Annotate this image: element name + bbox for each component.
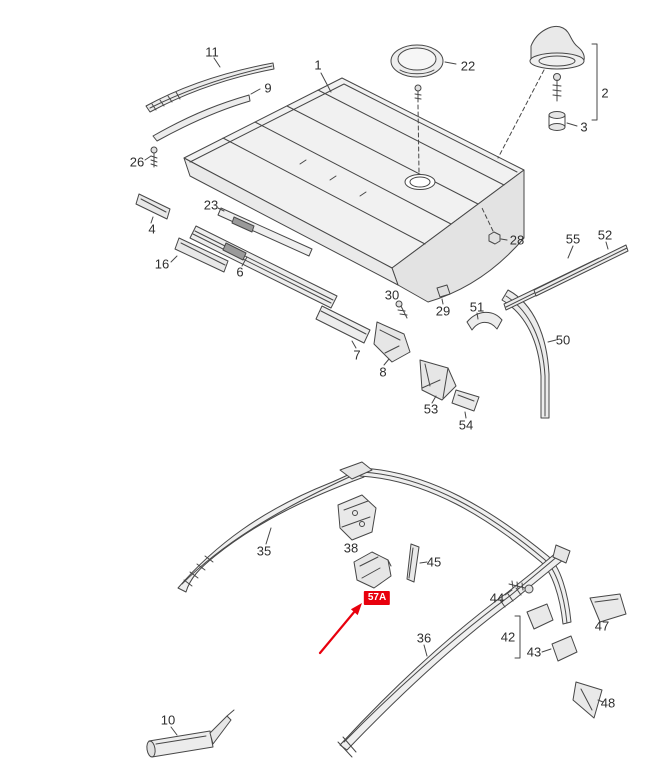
- part-48-drawing: [572, 681, 604, 719]
- part-23-drawing: [217, 207, 313, 257]
- part-2-antenna-drawing: [497, 26, 598, 159]
- part-label-35[interactable]: 35: [256, 543, 272, 559]
- part-label-29[interactable]: 29: [435, 303, 451, 319]
- part-44-screw-drawing: [504, 580, 534, 596]
- part-11-drawing: [145, 57, 275, 113]
- part-label-2[interactable]: 2: [601, 85, 609, 101]
- part-label-48[interactable]: 48: [600, 695, 616, 711]
- part-4-drawing: [135, 193, 171, 224]
- part-10-cartridge-drawing: [146, 709, 235, 758]
- part-label-44[interactable]: 44: [489, 590, 505, 606]
- part-label-11[interactable]: 11: [205, 44, 219, 60]
- part-52-drawing: [533, 241, 629, 297]
- part-53-drawing: [419, 359, 457, 404]
- part-38-drawing: [337, 494, 377, 541]
- part-label-10[interactable]: 10: [160, 712, 176, 728]
- part-30-screw-drawing: [395, 300, 408, 319]
- part-45-drawing: [406, 543, 428, 583]
- part-9-drawing: [152, 88, 261, 142]
- part-label-7[interactable]: 7: [353, 347, 361, 363]
- part-22-drawing: [390, 44, 457, 173]
- part-43-drawing: [541, 635, 578, 662]
- part-16-drawing: [170, 237, 229, 273]
- part-label-42[interactable]: 42: [500, 629, 516, 645]
- part-label-8[interactable]: 8: [379, 364, 387, 380]
- part-35-rail-drawing: [177, 468, 365, 593]
- part-label-4[interactable]: 4: [148, 221, 156, 237]
- part-label-57A-highlighted[interactable]: 57A: [363, 591, 391, 605]
- part-28-nut-drawing: [481, 207, 508, 245]
- part-label-9[interactable]: 9: [264, 80, 272, 96]
- part-7-drawing: [315, 305, 371, 349]
- part-42-drawing: [514, 603, 554, 659]
- part-label-23[interactable]: 23: [203, 197, 219, 213]
- part-label-38[interactable]: 38: [343, 540, 359, 556]
- part-29-clip-drawing: [436, 284, 451, 305]
- part-label-22[interactable]: 22: [460, 58, 476, 74]
- part-label-47[interactable]: 47: [594, 618, 610, 634]
- part-6-drawing: [189, 225, 338, 309]
- part-label-36[interactable]: 36: [416, 630, 432, 646]
- part-label-55[interactable]: 55: [565, 231, 581, 247]
- part-36-rail-drawing: [337, 544, 571, 758]
- part-label-43[interactable]: 43: [526, 644, 542, 660]
- part-54-drawing: [451, 389, 480, 419]
- part-label-3[interactable]: 3: [580, 119, 588, 135]
- part-label-1[interactable]: 1: [314, 57, 322, 73]
- part-47-drawing: [589, 593, 627, 623]
- part-label-28[interactable]: 28: [509, 232, 525, 248]
- part-label-51[interactable]: 51: [469, 299, 485, 315]
- part-label-54[interactable]: 54: [458, 417, 474, 433]
- part-label-52[interactable]: 52: [597, 227, 613, 243]
- part-57a-drawing: [353, 551, 392, 589]
- part-label-50[interactable]: 50: [555, 332, 571, 348]
- part-26-screw-drawing: [144, 146, 158, 168]
- part-label-45[interactable]: 45: [426, 554, 442, 570]
- part-1-roof-panel-drawing: [183, 72, 525, 303]
- highlight-arrow: [318, 603, 362, 655]
- part-label-53[interactable]: 53: [423, 401, 439, 417]
- part-label-6[interactable]: 6: [236, 264, 244, 280]
- part-label-26[interactable]: 26: [129, 154, 145, 170]
- part-8-drawing: [373, 321, 411, 366]
- right-frame-rail-drawing: [339, 461, 572, 625]
- part-label-30[interactable]: 30: [384, 287, 400, 303]
- part-51-drawing: [466, 311, 503, 331]
- part-label-16[interactable]: 16: [154, 256, 170, 272]
